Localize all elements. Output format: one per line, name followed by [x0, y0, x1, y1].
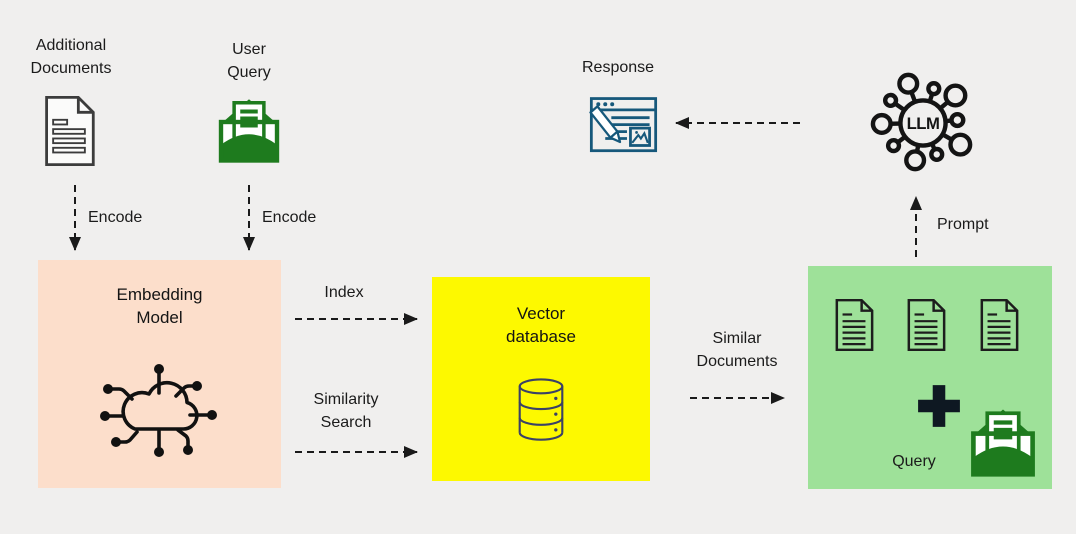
user-query-envelope-icon: [218, 99, 280, 163]
similarity-search-label: Similarity Search: [313, 391, 379, 432]
context-box: Query: [808, 266, 1052, 489]
llm-label: LLM: [907, 114, 940, 133]
index-label: Index: [324, 284, 364, 301]
query-label: Query: [892, 453, 936, 470]
prompt-label: Prompt: [937, 216, 989, 233]
encode-left-label: Encode: [88, 209, 143, 226]
response-label: Response: [582, 59, 655, 76]
embedding-model-box: Embedding Model: [38, 260, 281, 488]
plus-icon: [918, 385, 960, 427]
similar-document-icon: [907, 298, 946, 352]
response-icon: [589, 97, 658, 153]
user-query-label: User Query: [227, 41, 271, 82]
similar-document-icon: [835, 298, 874, 352]
llm-icon: LLM: [870, 72, 973, 172]
vector-database-box: Vector database: [432, 277, 650, 481]
document-icon: [45, 96, 95, 166]
similar-documents-label: Similar Documents: [696, 330, 778, 371]
additional-documents-label: Additional Documents: [30, 37, 112, 78]
query-envelope-icon: [971, 409, 1035, 477]
vector-database-icon: [518, 378, 564, 441]
encode-right-label: Encode: [262, 209, 317, 226]
embedding-model-label: Embedding Model: [116, 285, 203, 327]
embedding-cloud-icon: [100, 364, 217, 457]
similar-document-icon: [980, 298, 1019, 352]
vector-database-label: Vector database: [506, 304, 576, 346]
